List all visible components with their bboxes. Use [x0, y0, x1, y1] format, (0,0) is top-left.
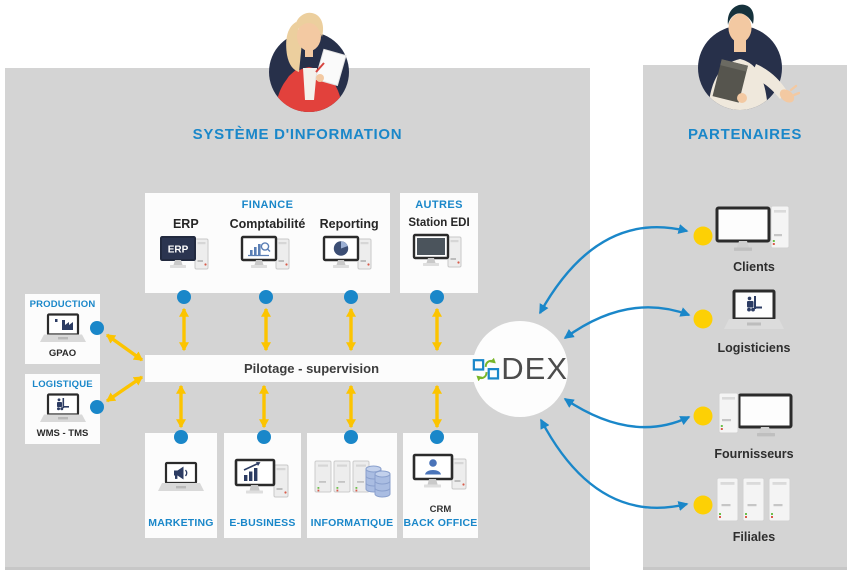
logistique-app-label: WMS - TMS	[36, 428, 89, 439]
autres-group-title: AUTRES	[415, 199, 463, 211]
ebusiness-label: E-BUSINESS	[229, 517, 296, 529]
app-station-edi: Station EDI	[400, 212, 478, 274]
app-label: ERP	[172, 217, 199, 231]
backoffice-box: CRM BACK OFFICE	[403, 433, 478, 538]
production-title: PRODUCTION	[29, 299, 96, 310]
erp-screen-text: ERP	[168, 245, 189, 256]
user-glyph	[424, 458, 441, 474]
erp-workstation-icon: ERP	[159, 236, 209, 270]
wms-laptop-icon	[39, 393, 86, 422]
woman-analyst-avatar	[269, 12, 349, 112]
dex-hub: DEX	[472, 321, 568, 417]
accounting-workstation-icon	[241, 235, 290, 270]
system-information-title: SYSTÈME D'INFORMATION	[192, 126, 403, 143]
server-towers-glyph	[314, 460, 370, 493]
growth-chart-glyph	[243, 462, 260, 481]
clients-desktop-icon	[715, 205, 790, 251]
logisticiens-laptop-icon	[724, 289, 784, 329]
crm-workstation-icon	[412, 453, 466, 489]
production-app-label: GPAO	[48, 348, 77, 359]
open-hand	[779, 84, 800, 103]
forklift-glyph	[747, 296, 762, 312]
app-label: Station EDI	[408, 217, 470, 229]
production-box: PRODUCTION GPAO	[25, 294, 100, 364]
finance-group-box: FINANCE ERP ERP Comptabilité	[145, 193, 390, 293]
reporting-workstation-icon	[322, 235, 372, 270]
app-reporting: Reporting	[309, 212, 389, 276]
ebusiness-workstation-icon	[234, 458, 288, 498]
partner-label: Filiales	[732, 530, 776, 544]
crm-label: CRM	[429, 504, 452, 515]
forklift-glyph	[56, 398, 69, 411]
autres-group-box: AUTRES Station EDI	[400, 193, 478, 293]
partner-label: Fournisseurs	[714, 447, 794, 461]
partner-label: Logisticiens	[717, 341, 791, 355]
app-erp: ERP ERP	[146, 212, 226, 276]
pilotage-label: Pilotage - supervision	[243, 361, 380, 376]
marketing-label: MARKETING	[148, 517, 214, 529]
megaphone-glyph	[174, 466, 188, 480]
partners-title: PARTENAIRES	[687, 126, 803, 143]
partner-filiales: Filiales	[700, 476, 808, 544]
man-partner-avatar	[698, 4, 800, 110]
logistique-title: LOGISTIQUE	[32, 379, 93, 390]
informatique-box: INFORMATIQUE	[307, 433, 397, 538]
edi-station-icon	[412, 233, 462, 268]
filiales-servers-icon	[716, 477, 791, 522]
partner-fournisseurs: Fournisseurs	[700, 391, 808, 461]
pilotage-supervision-bar: Pilotage - supervision	[145, 355, 478, 382]
app-label: Comptabilité	[229, 217, 306, 231]
server-towers-glyph	[716, 477, 791, 522]
marketing-laptop-icon	[158, 461, 204, 491]
marketing-box: MARKETING	[145, 433, 217, 538]
gpao-laptop-icon	[39, 313, 86, 342]
ebusiness-box: E-BUSINESS	[224, 433, 301, 538]
partner-label: Clients	[733, 260, 775, 274]
database-glyph	[365, 465, 391, 498]
servers-database-icon	[314, 460, 391, 498]
finance-group-title: FINANCE	[241, 199, 294, 211]
dex-label: DEX	[501, 351, 568, 386]
dex-sync-logo-icon	[472, 357, 500, 381]
logistique-box: LOGISTIQUE WMS - TMS	[25, 374, 100, 444]
partner-clients: Clients	[700, 204, 808, 274]
backoffice-label: BACK OFFICE	[403, 517, 478, 529]
app-comptabilite: Comptabilité	[227, 212, 307, 276]
informatique-label: INFORMATIQUE	[310, 517, 394, 529]
folder-icon	[712, 59, 748, 103]
partner-logisticiens: Logisticiens	[700, 289, 808, 355]
app-label: Reporting	[319, 217, 379, 231]
fournisseurs-server-desktop-icon	[718, 392, 793, 437]
